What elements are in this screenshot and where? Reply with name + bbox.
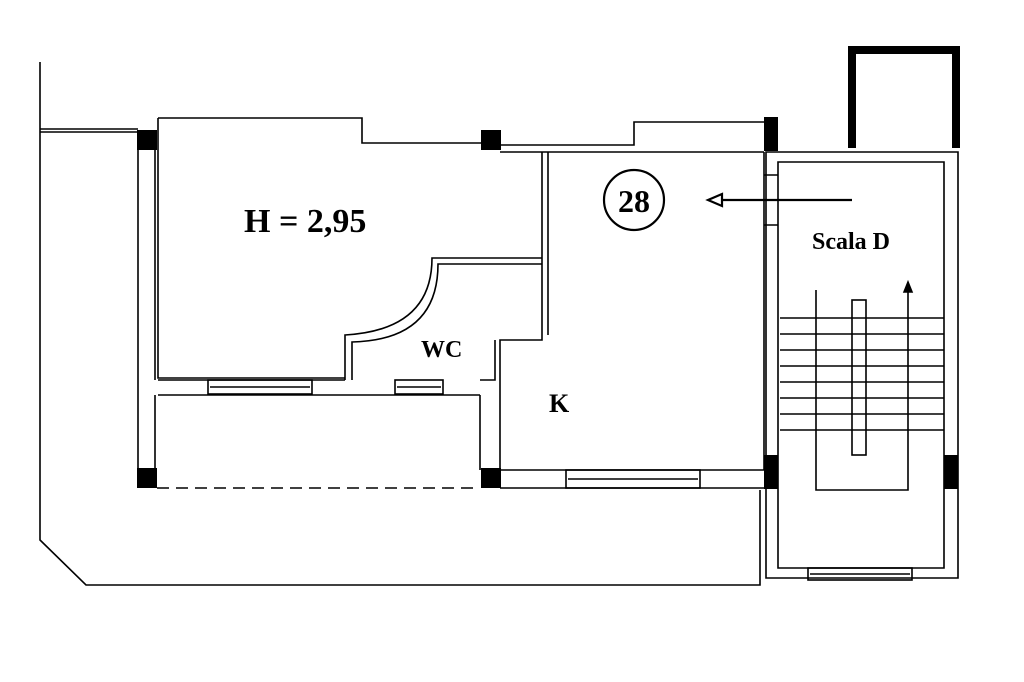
kitchen-walls [500, 152, 765, 489]
stair-label: Scala D [812, 229, 890, 255]
balcony-lower [157, 395, 481, 489]
stair-core [764, 46, 960, 581]
entrance-arrow [705, 192, 852, 208]
partition-wall [499, 121, 764, 470]
wc-label: WC [421, 337, 462, 363]
stair-treads [780, 279, 944, 491]
unit-number-badge: 28 [602, 168, 666, 232]
window-wc [394, 379, 444, 395]
main-room-walls [137, 117, 482, 470]
wc-enclosure [344, 257, 542, 381]
unit-number-text: 28 [618, 183, 650, 219]
room-height-label: H = 2,95 [244, 203, 366, 240]
structural-pillars [137, 117, 958, 489]
kitchen-label: K [549, 389, 570, 418]
site-outline [39, 62, 761, 586]
window-main-room [207, 379, 313, 395]
